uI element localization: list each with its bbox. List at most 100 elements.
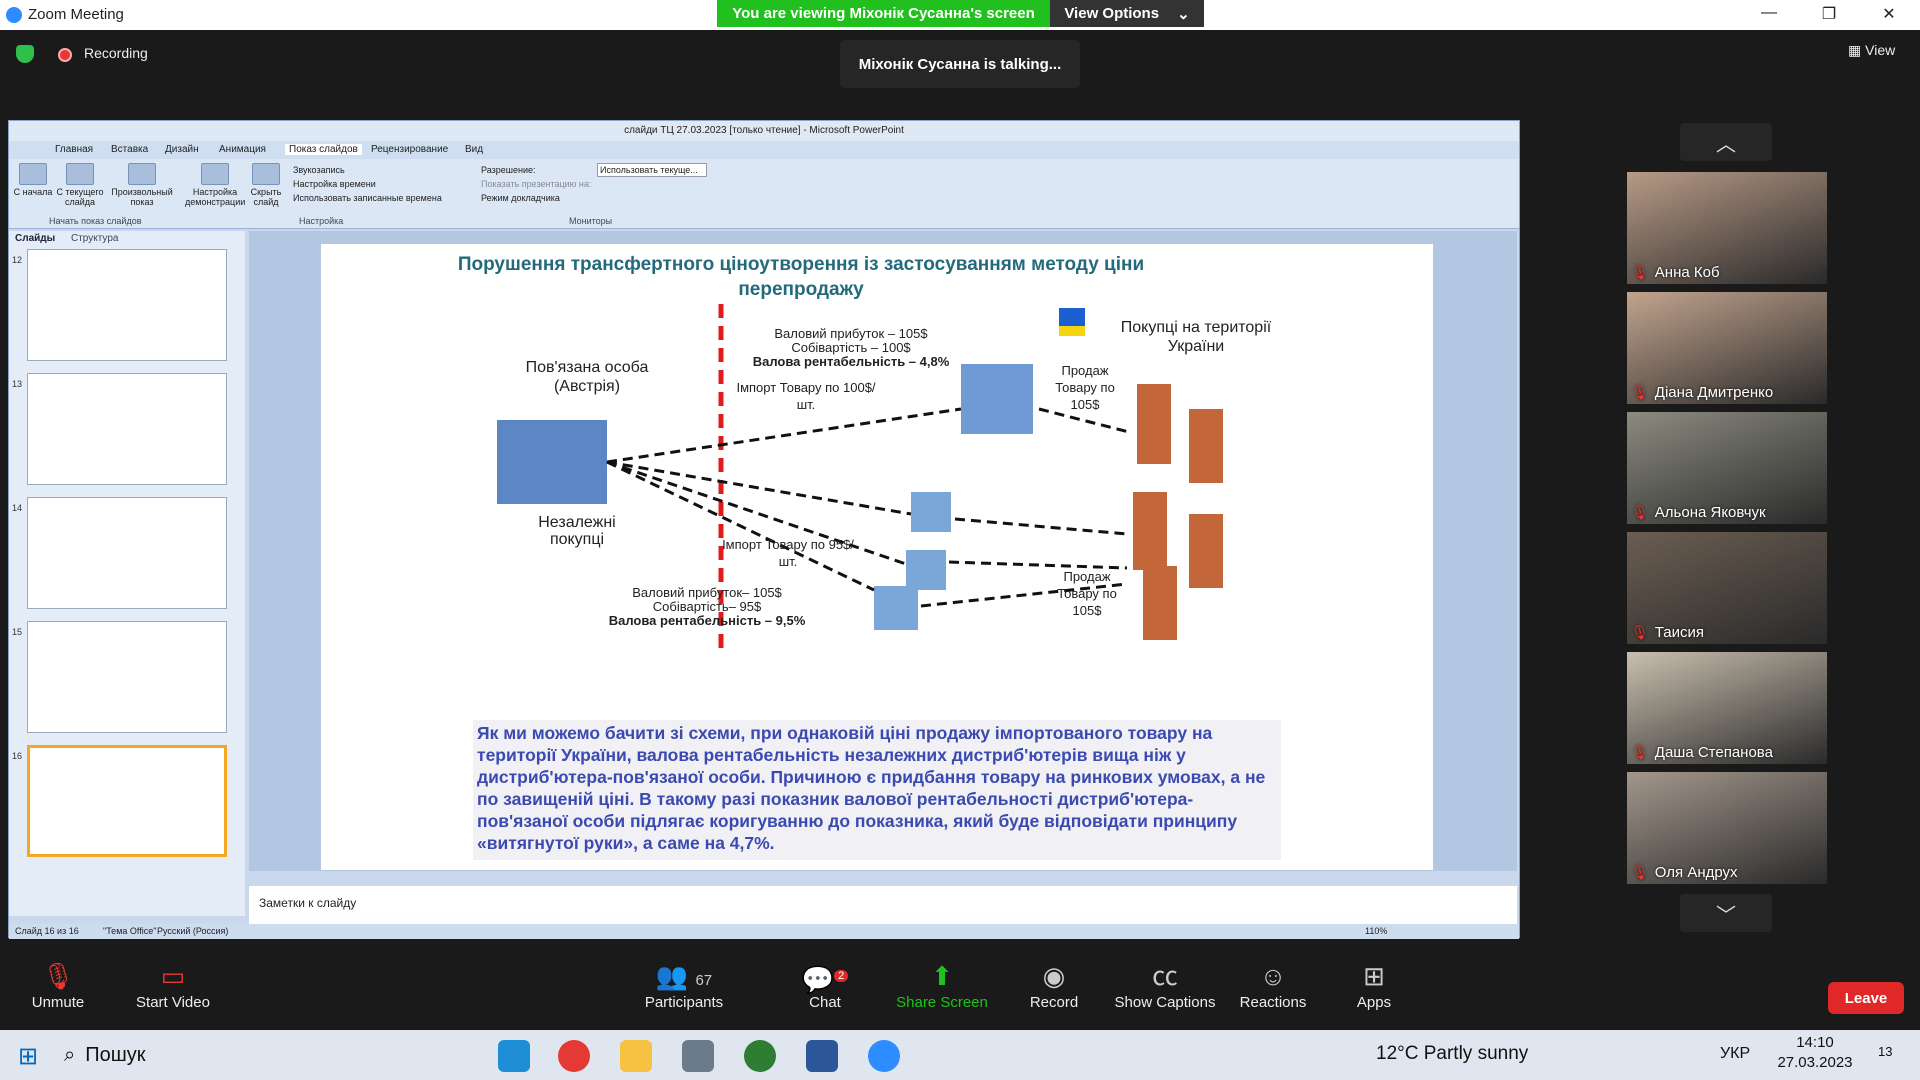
tab-home[interactable]: Главная <box>55 144 94 155</box>
participant-name: Таисия <box>1654 624 1704 641</box>
participant-name: Діана Дмитренко <box>1654 384 1774 401</box>
from-start-button[interactable]: С начала <box>13 163 53 197</box>
slides-tab[interactable]: Слайды <box>15 233 56 244</box>
margin-2: Валова рентабельність – 9,5% <box>608 613 806 628</box>
view-options-label: View Options <box>1064 5 1160 22</box>
tab-view[interactable]: Вид <box>465 144 484 155</box>
input-language[interactable]: УКР <box>1720 1045 1751 1062</box>
flow-arrow <box>606 460 912 516</box>
record-narration-button[interactable]: Звукозапись <box>293 165 345 175</box>
chat-badge: 2 <box>834 970 849 982</box>
tab-animation[interactable]: Анимация <box>219 144 266 155</box>
share-screen-button[interactable]: ⬆Share Screen <box>894 958 990 1011</box>
participant-name: Даша Степанова <box>1654 744 1773 761</box>
slide-thumbnail[interactable] <box>27 373 227 485</box>
maximize-button[interactable]: ❐ <box>1821 6 1837 23</box>
slide-thumbnail-selected[interactable] <box>27 745 227 857</box>
clock-date[interactable]: 27.03.2023 <box>1777 1054 1853 1071</box>
zoom-taskbar-icon[interactable] <box>868 1040 900 1072</box>
record-icon: ◉ <box>1042 961 1066 991</box>
edge-icon[interactable] <box>498 1040 530 1072</box>
chat-icon: 💬2 <box>800 958 850 995</box>
related-party-label: Пов'язана особа (Австрія) <box>525 359 649 395</box>
ukraine-flag-icon <box>1059 326 1085 336</box>
unmute-button[interactable]: 🎙Unmute <box>24 958 92 1011</box>
gross-profit-2: Валовий прибуток– 105$ <box>632 585 782 600</box>
from-current-button[interactable]: С текущего слайда <box>55 163 105 207</box>
tab-slideshow[interactable]: Показ слайдов <box>285 144 362 155</box>
hide-slide-button[interactable]: Скрыть слайд <box>249 163 283 207</box>
grid-icon: ▦ <box>1848 42 1866 58</box>
slide-notes-field[interactable]: Заметки к слайду <box>249 886 1517 924</box>
shared-powerpoint-window: слайди ТЦ 27.03.2023 [только чтение] - M… <box>8 120 1520 939</box>
muted-mic-icon: 🎙 <box>1631 384 1649 400</box>
close-button[interactable]: ✕ <box>1882 6 1896 23</box>
chrome-icon[interactable] <box>558 1040 590 1072</box>
record-button[interactable]: ◉Record <box>1026 958 1082 1011</box>
taskbar-search[interactable]: ⌕Пошук <box>64 1043 146 1066</box>
start-video-button[interactable]: ▭Start Video <box>130 958 216 1011</box>
tab-insert[interactable]: Вставка <box>111 144 149 155</box>
gallery-down-button[interactable]: ﹀ <box>1680 894 1772 932</box>
notification-count[interactable]: 13 <box>1878 1044 1893 1059</box>
file-explorer-icon[interactable] <box>620 1040 652 1072</box>
window-title: Zoom Meeting <box>28 6 124 23</box>
apps-button[interactable]: ⊞Apps <box>1352 958 1396 1011</box>
thumb-number: 15 <box>12 627 23 637</box>
weather-widget[interactable]: 12°C Partly sunny <box>1376 1043 1529 1064</box>
security-shield-icon[interactable] <box>16 45 34 63</box>
participant-video-tile[interactable]: 🎙 Діана Дмитренко <box>1627 292 1827 404</box>
ukraine-flag-icon <box>1059 308 1085 326</box>
presenter-view-checkbox[interactable]: Режим докладчика <box>481 193 560 203</box>
view-button[interactable]: ▦ View <box>1848 42 1895 59</box>
slide-thumbnail[interactable] <box>27 621 227 733</box>
viewing-screen-banner: You are viewing Міхонік Сусанна's screen <box>717 0 1050 27</box>
building-icon <box>874 586 918 630</box>
reactions-button[interactable]: ☺Reactions <box>1238 958 1308 1011</box>
tab-review[interactable]: Рецензирование <box>371 144 449 155</box>
slides-panel: Слайды Структура 12 13 14 15 16 <box>9 231 245 916</box>
zoom-level[interactable]: 110% <box>1365 926 1388 936</box>
chrome-profile-icon[interactable] <box>744 1040 776 1072</box>
outline-tab[interactable]: Структура <box>71 233 119 244</box>
participant-video-tile[interactable]: 🎙Оля Андрух <box>1627 772 1827 884</box>
flow-arrow <box>920 582 1128 608</box>
minimize-button[interactable]: — <box>1761 4 1777 21</box>
windows-start-icon[interactable]: ⊞ <box>18 1043 39 1070</box>
windows-taskbar: ⊞ ⌕Пошук 12°C Partly sunny УКР 14:10 27.… <box>0 1030 1920 1080</box>
import-1-label: Імпорт Товару по 100$/ шт. <box>736 380 876 412</box>
group-label: Настройка <box>299 216 344 226</box>
participant-video-tile[interactable]: 🎙Альона Яковчук <box>1627 412 1827 524</box>
slide-thumbnail[interactable] <box>27 249 227 361</box>
bookshelf-icon <box>1143 566 1177 640</box>
participants-icon: 👥 67 <box>655 961 713 991</box>
leave-button[interactable]: Leave <box>1828 982 1904 1014</box>
slide-canvas: Порушення трансфертного ціноутворення із… <box>321 244 1433 870</box>
flow-arrow <box>606 407 962 464</box>
gallery-up-button[interactable]: ︿ <box>1680 123 1772 161</box>
use-timings-checkbox[interactable]: Использовать записанные времена <box>293 193 442 203</box>
tab-design[interactable]: Дизайн <box>165 144 199 155</box>
calculator-icon[interactable] <box>682 1040 714 1072</box>
custom-show-button[interactable]: Произвольный показ <box>109 163 175 207</box>
resolution-select[interactable]: Использовать текуще... <box>597 163 707 177</box>
thumb-number: 14 <box>12 503 23 513</box>
ppt-title-bar: слайди ТЦ 27.03.2023 [только чтение] - M… <box>9 121 1519 141</box>
slideshow-icon <box>66 163 94 185</box>
clock-time[interactable]: 14:10 <box>1796 1034 1834 1051</box>
setup-show-button[interactable]: Настройка демонстрации <box>185 163 245 207</box>
participant-video-tile[interactable]: 🎙Анна Коб <box>1627 172 1827 284</box>
participant-video-tile[interactable]: 🎙Даша Степанова <box>1627 652 1827 764</box>
word-icon[interactable] <box>806 1040 838 1072</box>
rehearse-timings-button[interactable]: Настройка времени <box>293 179 376 189</box>
view-label: View <box>1865 42 1896 58</box>
sale-1-label: Продаж Товару по 105$ <box>1055 363 1115 412</box>
participants-count: 67 <box>695 972 713 989</box>
view-options-button[interactable]: View Options ⌄ <box>1050 0 1204 27</box>
slide-thumbnail[interactable] <box>27 497 227 609</box>
independent-buyers-label: Незалежні покупці <box>538 514 616 548</box>
participant-video-tile[interactable]: 🎙Таисия <box>1627 532 1827 644</box>
